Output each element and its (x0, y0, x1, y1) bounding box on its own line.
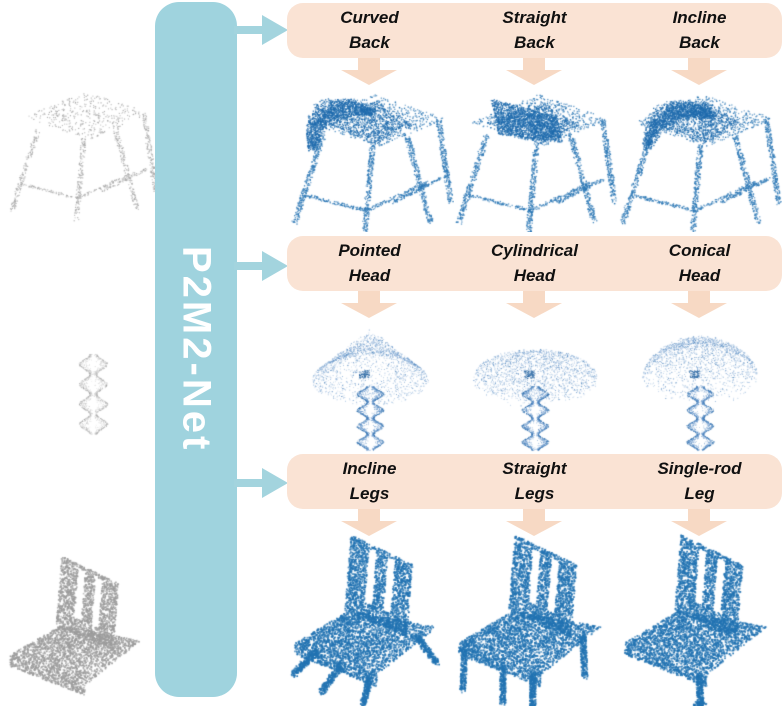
variant-label-line1: Straight (502, 7, 567, 27)
variant-label-line1: Curved (340, 7, 399, 27)
variant-label-line2: Head (678, 265, 721, 285)
down-arrow-icon (341, 291, 397, 318)
head-variants-label-box: Pointed Head Cylindrical Head Conical He… (287, 236, 782, 291)
variant-label-line2: Head (513, 265, 556, 285)
input-partial-stool-pointcloud (2, 76, 160, 228)
down-arrow-icon (506, 58, 562, 85)
input-legless-chair-pointcloud (0, 538, 158, 706)
output-stool-curved-back-pointcloud (288, 82, 454, 232)
down-arrow-icon (671, 291, 727, 318)
variant-label-line1: Single-rod (657, 458, 742, 478)
variant-label-curved-back: Curved Back (287, 3, 452, 58)
variant-label-line1: Incline (672, 7, 727, 27)
variant-label-pointed-head: Pointed Head (287, 236, 452, 291)
right-arrow-icon (234, 15, 288, 45)
variant-label-straight-legs: Straight Legs (452, 454, 617, 509)
right-arrow-icon (234, 468, 288, 498)
variant-label-line2: Leg (684, 483, 715, 503)
variant-label-line2: Legs (349, 483, 390, 503)
variant-label-line2: Head (348, 265, 391, 285)
variant-label-conical-head: Conical Head (617, 236, 782, 291)
back-variants-label-box: Curved Back Straight Back Incline Back (287, 3, 782, 58)
variant-label-line1: Incline (342, 458, 397, 478)
variant-label-line2: Back (349, 32, 390, 52)
p2m2-net-bar: P2M2-Net (155, 2, 237, 697)
down-arrow-icon (341, 58, 397, 85)
model-name-label: P2M2-Net (174, 246, 219, 453)
variant-label-line1: Cylindrical (491, 240, 578, 260)
variant-label-line1: Pointed (338, 240, 401, 260)
variant-label-incline-legs: Incline Legs (287, 454, 452, 509)
variant-label-straight-back: Straight Back (452, 3, 617, 58)
output-chair-straight-legs-pointcloud (450, 524, 620, 706)
right-arrow-icon (234, 251, 288, 281)
variant-label-single-rod-leg: Single-rod Leg (617, 454, 782, 509)
variant-label-line2: Back (679, 32, 720, 52)
variant-label-incline-back: Incline Back (617, 3, 782, 58)
output-chair-incline-legs-pointcloud (286, 524, 456, 706)
output-lamp-cylindrical-head-pointcloud (457, 312, 613, 454)
variant-label-line1: Conical (668, 240, 731, 260)
input-lamp-pole-pointcloud (60, 348, 126, 442)
down-arrow-icon (506, 291, 562, 318)
leg-variants-label-box: Incline Legs Straight Legs Single-rod Le… (287, 454, 782, 509)
variant-label-line2: Back (514, 32, 555, 52)
output-stool-incline-back-pointcloud (616, 82, 782, 232)
output-chair-single-rod-leg-pointcloud (616, 524, 784, 706)
output-lamp-conical-head-pointcloud (622, 312, 778, 454)
output-lamp-pointed-head-pointcloud (292, 312, 448, 454)
variant-label-cylindrical-head: Cylindrical Head (452, 236, 617, 291)
down-arrow-icon (671, 58, 727, 85)
variant-label-line2: Legs (514, 483, 555, 503)
output-stool-straight-back-pointcloud (452, 82, 618, 232)
variant-label-line1: Straight (502, 458, 567, 478)
